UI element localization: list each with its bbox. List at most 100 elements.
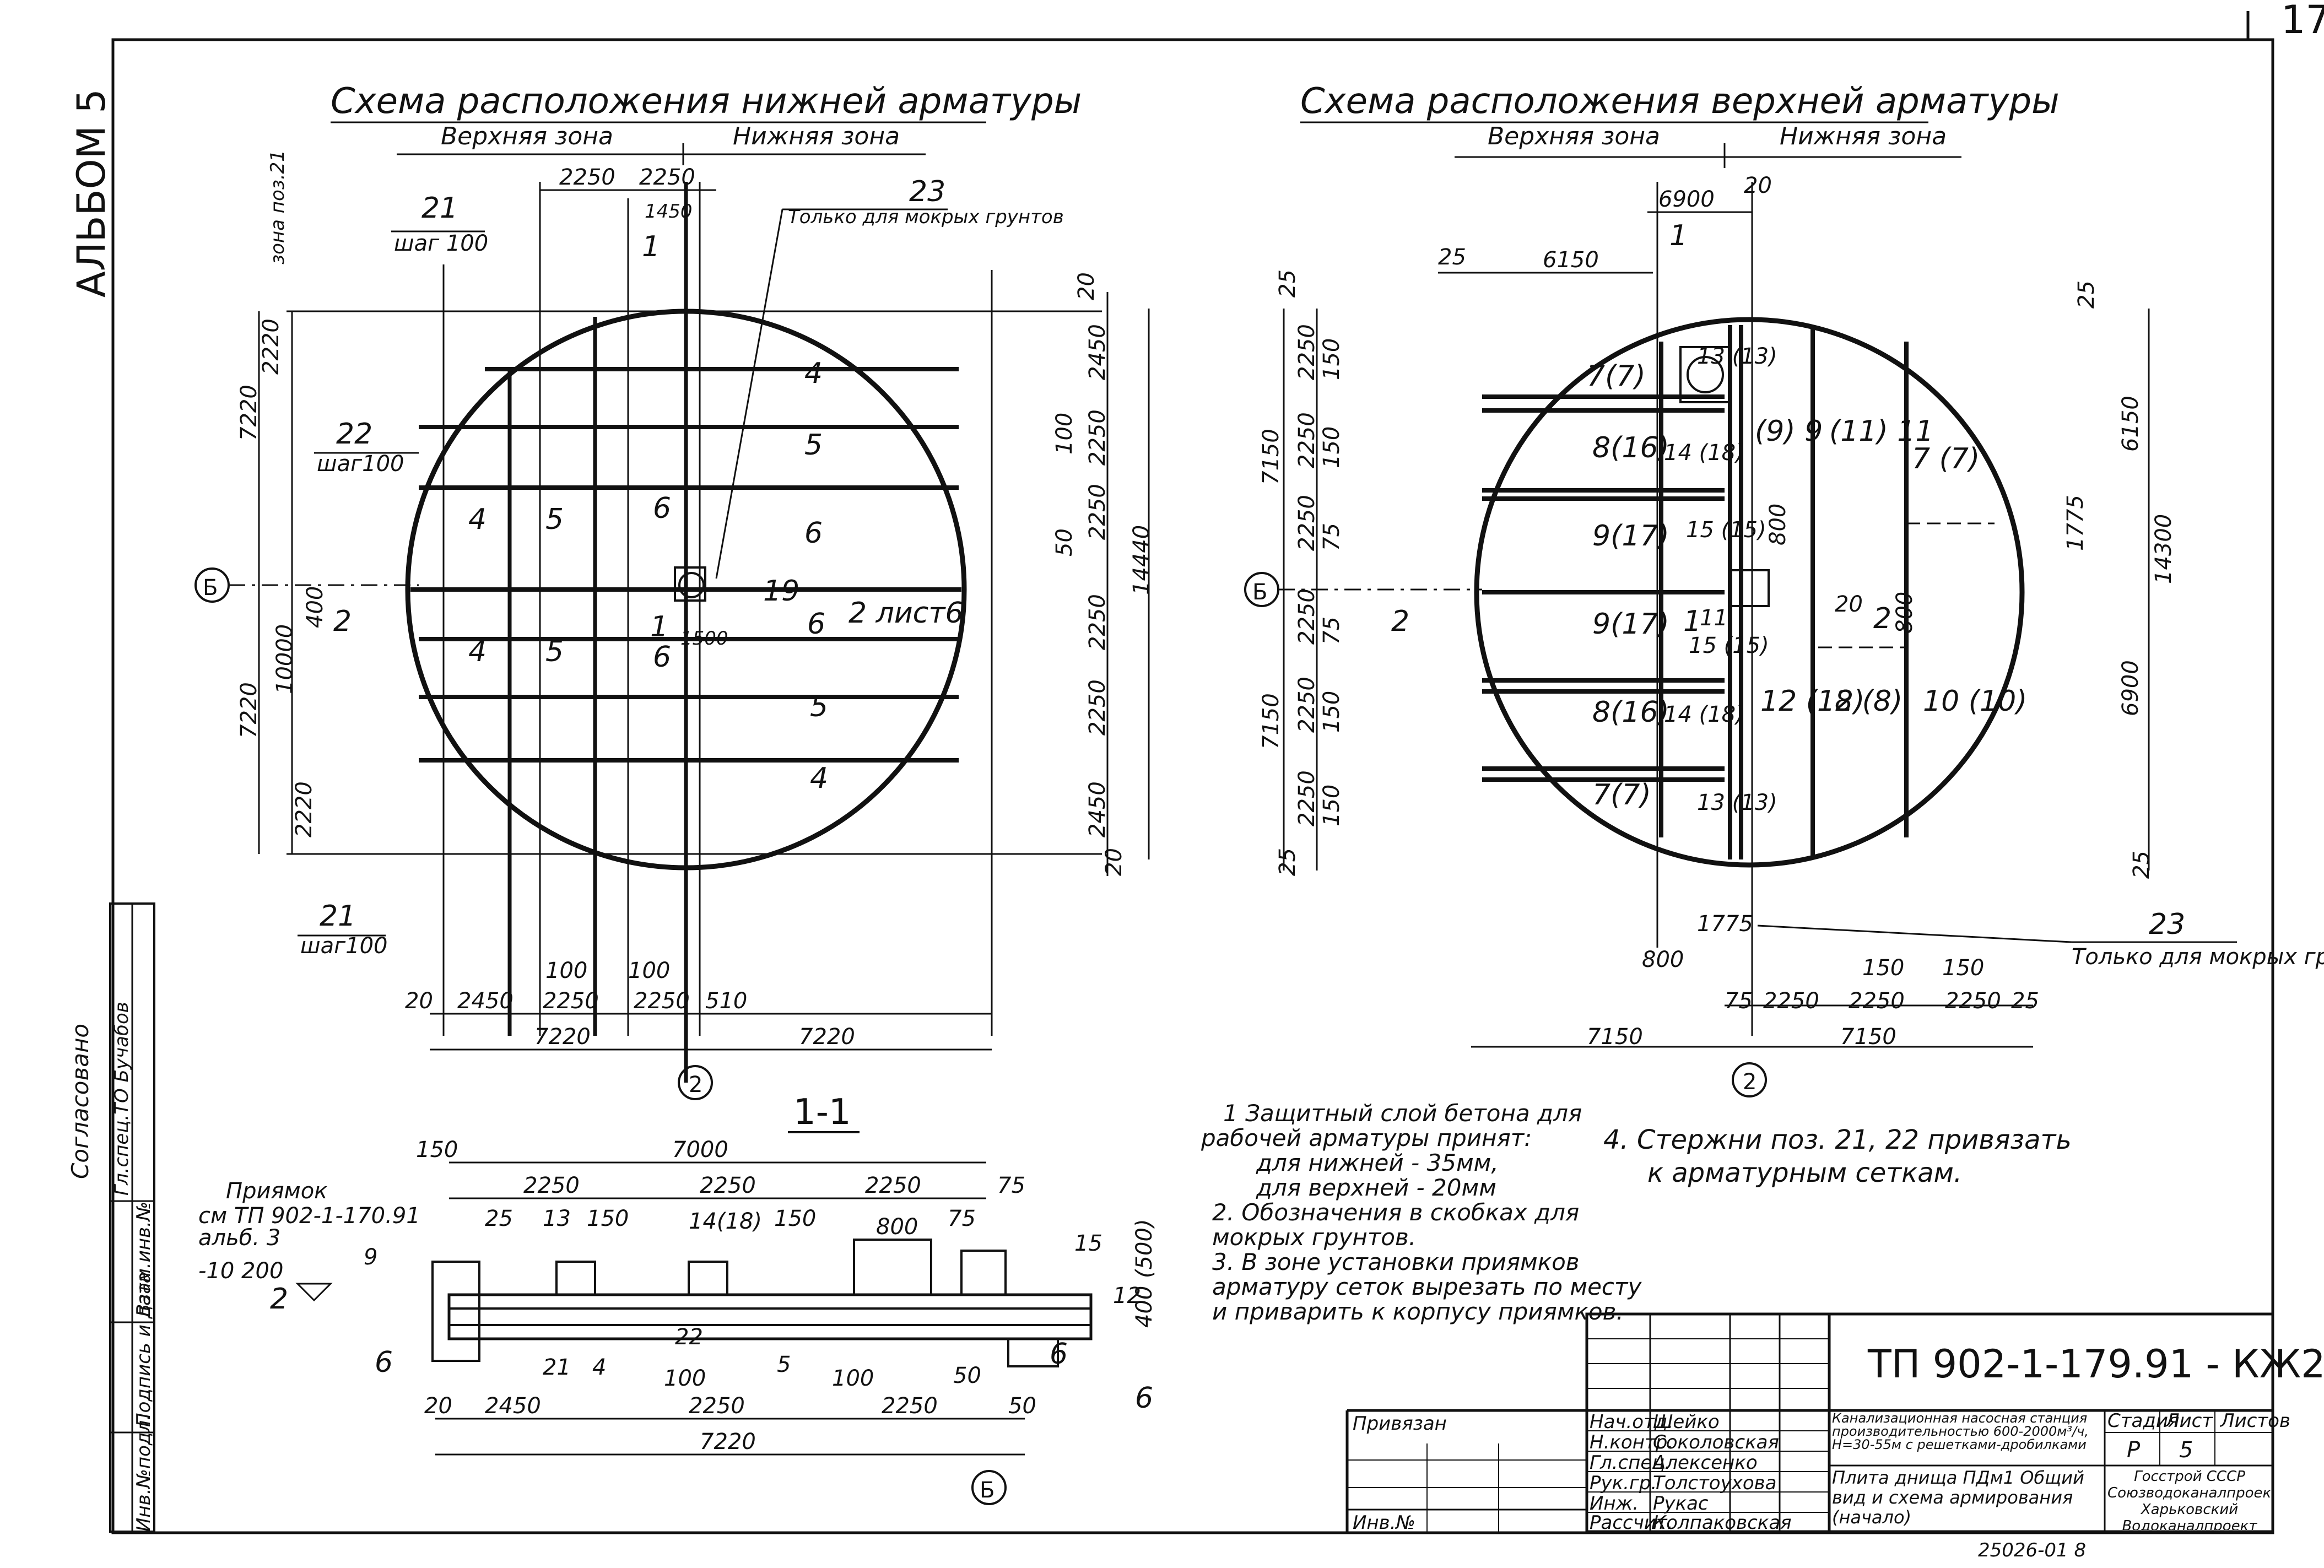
section-sub-4: 14(18) xyxy=(689,1209,762,1234)
left-zone-poz21: зона поз.21 xyxy=(267,150,289,264)
left-dim-1450: 1450 xyxy=(645,201,693,223)
note-line-9: и приварить к корпусу приямков. xyxy=(1212,1298,1624,1325)
section-top-total: 7000 xyxy=(672,1137,728,1163)
section-top-d3: 2250 xyxy=(700,1173,756,1198)
sheet-frame xyxy=(111,38,2274,1534)
right-dim-r3: 1775 xyxy=(2063,495,2088,551)
right-scheme-title: Схема расположения верхней арматуры xyxy=(1300,81,2060,122)
agreed-by: Гл.спец.ТО Бучабов xyxy=(111,1002,133,1196)
right-dim-l3: 150 xyxy=(1319,338,1344,380)
right-label-1: 7(7) xyxy=(1587,360,1646,393)
section-sub-5: 150 xyxy=(774,1206,816,1231)
right-callout-20: 20 xyxy=(1744,173,1772,198)
section-mark-5: 5 xyxy=(777,1352,791,1377)
left-zone-n2: 5 xyxy=(804,429,823,462)
section-pit: Приямок xyxy=(226,1178,327,1204)
right-dim-r7: 25 xyxy=(2129,851,2154,879)
name-6: Колпаковская xyxy=(1653,1512,1792,1534)
section-sub-6: 800 xyxy=(876,1214,918,1240)
left-dim-l5: 400 xyxy=(302,586,328,628)
section-mark-4: 4 xyxy=(592,1355,606,1380)
right-dim-l13: 150 xyxy=(1319,785,1344,826)
left-dim-1500: 1500 xyxy=(680,628,728,650)
org-box: Госстрой СССР Союзводоканалпроект Харько… xyxy=(2107,1468,2272,1530)
note-line-4: для верхней - 20мм xyxy=(1256,1174,1496,1201)
section-bot-d5: 100 xyxy=(832,1366,874,1391)
left-zone-upper: Верхняя зона xyxy=(441,122,613,150)
left-callout-21: 21 xyxy=(421,192,458,225)
section-mark-6: 6 xyxy=(375,1346,393,1379)
side-stamp-inv: Инв.№подл. xyxy=(133,1414,155,1532)
section-1-1: 1-1 Приямок см ТП 902-1-170.91 альб. 3 -… xyxy=(198,1092,1157,1456)
left-callout-23: 23 xyxy=(909,175,945,208)
role-6: Рассчит. xyxy=(1590,1512,1673,1534)
section-mark-12: 12 xyxy=(1113,1283,1141,1309)
left-dim-l3: 10000 xyxy=(272,624,298,694)
section-mark-6b: 6 xyxy=(1050,1338,1068,1371)
axis-2-right xyxy=(1732,1062,1767,1097)
right-callout-23-note: Только для мокрых грунтов xyxy=(2072,944,2324,970)
note-line-5: 2. Обозначения в скобках для xyxy=(1212,1199,1579,1226)
section-level: -10 200 xyxy=(198,1258,283,1284)
name-3: Алексенко xyxy=(1652,1452,1758,1474)
left-callout-21-step: шаг 100 xyxy=(394,231,488,256)
right-label-2: 8(16) xyxy=(1592,431,1669,464)
left-dim-r1: 20 xyxy=(1074,272,1099,300)
left-zone-n5: 5 xyxy=(810,690,828,723)
right-dim-l8: 2250 xyxy=(1294,588,1320,645)
section-mark-6c: 6 xyxy=(1135,1382,1153,1415)
axis-b-right-label: Б xyxy=(1252,580,1267,605)
section-bot-d4: 2250 xyxy=(689,1393,745,1419)
role-4: Рук.гр. xyxy=(1590,1472,1657,1494)
left-dim-b1: 20 xyxy=(405,988,433,1014)
right-label-9: 15 (15) xyxy=(1686,517,1766,543)
right-dim-btotal1: 7150 xyxy=(1587,1024,1643,1050)
left-top-dim-2: 2250 xyxy=(639,165,695,190)
section-top-d4: 2250 xyxy=(865,1173,921,1198)
sheet-value: 5 xyxy=(2179,1437,2193,1463)
right-label-3: 9(17) xyxy=(1592,520,1669,553)
section-mark-2: 2 xyxy=(270,1283,288,1316)
right-dim-6150: 6150 xyxy=(1543,247,1599,273)
left-dim-b7: 510 xyxy=(705,988,747,1014)
right-dim-r2: 6150 xyxy=(2118,396,2143,452)
doc-code: ТП 902-1-179.91 - КЖ2 xyxy=(1867,1342,2324,1387)
right-label-16: 7 (7) xyxy=(1912,442,1980,475)
sheet-number: 17 xyxy=(2281,0,2324,42)
axis-2-left xyxy=(678,1065,713,1100)
right-dim-r6: 6900 xyxy=(2118,660,2143,716)
left-callout-22-step: шаг100 xyxy=(317,451,404,477)
right-dim-l1: 25 xyxy=(1275,269,1300,298)
left-dim-r3: 100 xyxy=(1052,413,1077,455)
role-5: Инж. xyxy=(1590,1493,1639,1515)
right-dim-r1: 25 xyxy=(2074,280,2099,309)
role-1: Нач.отд. xyxy=(1590,1411,1673,1433)
left-dim-b5: 100 xyxy=(628,958,670,983)
left-zone-n1: 4 xyxy=(804,357,823,390)
left-dim-r10: 20 xyxy=(1101,848,1127,876)
axis-b-left-label: Б xyxy=(203,575,218,601)
right-dim-m1: 800 xyxy=(1642,947,1684,972)
right-dim-l10: 2250 xyxy=(1294,677,1320,733)
right-dim-b4: 2250 xyxy=(1849,988,1905,1014)
right-dim-b3: 150 xyxy=(1862,955,1904,981)
left-scheme-title: Схема расположения нижней арматуры xyxy=(331,81,1082,122)
sheets-label: Листов xyxy=(2219,1410,2290,1432)
section-pit-ref: см ТП 902-1-170.91 xyxy=(198,1203,420,1229)
left-section-2-sheet: 2 лист6 xyxy=(848,597,964,630)
stage-value: Р xyxy=(2127,1437,2141,1463)
right-dim-b5: 150 xyxy=(1942,955,1984,981)
project-name-box: Канализационная насосная станция произво… xyxy=(1832,1412,2089,1451)
section-sub-1: 25 xyxy=(485,1206,513,1231)
bound-label: Привязан xyxy=(1353,1413,1447,1435)
left-zone-n8: 5 xyxy=(545,503,564,536)
role-2: Н.контр. xyxy=(1590,1431,1673,1453)
note-line-3: для нижней - 35мм, xyxy=(1256,1149,1499,1176)
right-label-18: 8 (8) xyxy=(1835,685,1903,718)
left-callout-22: 22 xyxy=(336,418,372,451)
agreed-label: Согласовано xyxy=(67,1024,94,1179)
right-section-mark: 1 xyxy=(1669,219,1688,252)
sheet-title-box: Плита днища ПДм1 Общий вид и схема армир… xyxy=(1832,1468,2084,1527)
